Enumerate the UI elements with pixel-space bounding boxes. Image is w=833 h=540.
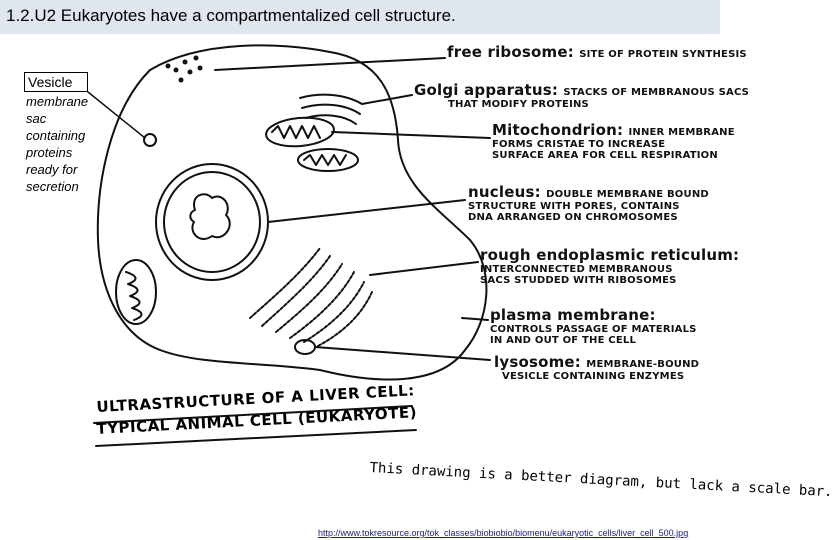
label-term: Golgi apparatus:: [414, 81, 559, 99]
label-nucleus: nucleus: DOUBLE MEMBRANE BOUND STRUCTURE…: [468, 182, 709, 223]
label-desc: DOUBLE MEMBRANE BOUND: [546, 189, 709, 200]
leader-plasma-membrane: [461, 317, 489, 321]
nucleolus: [189, 193, 231, 241]
leader-lysosome: [314, 346, 491, 361]
vesicle-description: membrane sac containing proteins ready f…: [26, 93, 96, 195]
leader-free-ribosome: [214, 57, 446, 71]
label-desc: THAT MODIFY PROTEINS: [448, 99, 589, 110]
leader-vesicle: [87, 91, 146, 139]
label-desc: INTERCONNECTED MEMBRANOUS: [480, 264, 673, 275]
label-lysosome: lysosome: MEMBRANE-BOUND VESICLE CONTAIN…: [494, 352, 699, 382]
label-desc: VESICLE CONTAINING ENZYMES: [502, 371, 685, 382]
source-link[interactable]: http://www.tokresource.org/tok_classes/b…: [318, 528, 689, 538]
vesicle-label: Vesicle: [28, 74, 73, 90]
label-desc: CONTROLS PASSAGE OF MATERIALS: [490, 324, 697, 335]
mitochondrion-3: [115, 259, 157, 325]
rough-er-1: [249, 247, 321, 319]
vesicle-desc-line: containing: [26, 128, 86, 143]
label-desc: IN AND OUT OF THE CELL: [490, 335, 637, 346]
vesicle-desc-line: proteins: [26, 145, 73, 160]
label-desc: DNA ARRANGED ON CHROMOSOMES: [468, 212, 678, 223]
title-underline-1: [93, 405, 413, 424]
vesicle-desc-line: secretion: [26, 179, 79, 194]
label-plasma-membrane: plasma membrane: CONTROLS PASSAGE OF MAT…: [490, 306, 697, 346]
rough-er-5: [303, 281, 365, 343]
golgi-stack: [299, 93, 363, 125]
rough-er-6: [317, 291, 373, 347]
label-term: free ribosome:: [447, 43, 574, 61]
vesicle-shape: [143, 133, 157, 147]
rough-er-2: [261, 255, 331, 327]
leader-nucleus: [267, 199, 466, 223]
label-golgi: Golgi apparatus: STACKS OF MEMBRANOUS SA…: [414, 80, 749, 110]
slide-title: 1.2.U2 Eukaryotes have a compartmentaliz…: [6, 6, 456, 25]
title-bar: 1.2.U2 Eukaryotes have a compartmentaliz…: [0, 0, 720, 34]
vesicle-desc-line: membrane: [26, 94, 89, 109]
label-term: nucleus:: [468, 183, 541, 201]
label-term: Mitochondrion:: [492, 121, 624, 139]
mitochondrion-2: [297, 148, 359, 172]
label-desc: STACKS OF MEMBRANOUS SACS: [563, 87, 750, 98]
free-ribosomes: [165, 55, 203, 83]
nucleus-outer: [155, 163, 269, 281]
label-desc: SURFACE AREA FOR CELL RESPIRATION: [492, 150, 718, 161]
label-desc: STRUCTURE WITH PORES, CONTAINS: [468, 201, 680, 212]
leader-rough-er: [369, 261, 479, 276]
label-mitochondrion: Mitochondrion: INNER MEMBRANE FORMS CRIS…: [492, 120, 735, 161]
label-term: lysosome:: [494, 353, 581, 371]
label-desc: SACS STUDDED WITH RIBOSOMES: [480, 275, 677, 286]
label-term: plasma membrane:: [490, 306, 656, 324]
vesicle-callout: Vesicle: [24, 72, 88, 92]
label-desc: FORMS CRISTAE TO INCREASE: [492, 139, 666, 150]
rough-er-4: [289, 271, 355, 339]
leader-mitochondrion: [331, 131, 491, 139]
label-rough-er: rough endoplasmic reticulum: INTERCONNEC…: [480, 246, 739, 286]
vesicle-desc-line: sac: [26, 111, 47, 126]
label-desc: INNER MEMBRANE: [628, 127, 735, 138]
title-underline-2: [95, 429, 417, 447]
cell-drawing: [87, 44, 491, 447]
rough-er-3: [275, 263, 343, 333]
label-desc: MEMBRANE-BOUND: [586, 359, 700, 370]
nucleus-inner: [163, 171, 261, 273]
mitochondrion-1: [265, 116, 335, 148]
label-free-ribosome: free ribosome: SITE OF PROTEIN SYNTHESIS: [447, 42, 747, 61]
leader-golgi: [361, 94, 413, 105]
plasma-membrane-outline: [96, 44, 488, 381]
label-term: rough endoplasmic reticulum:: [480, 246, 740, 264]
label-desc: SITE OF PROTEIN SYNTHESIS: [579, 49, 747, 60]
vesicle-desc-line: ready for: [26, 162, 78, 177]
